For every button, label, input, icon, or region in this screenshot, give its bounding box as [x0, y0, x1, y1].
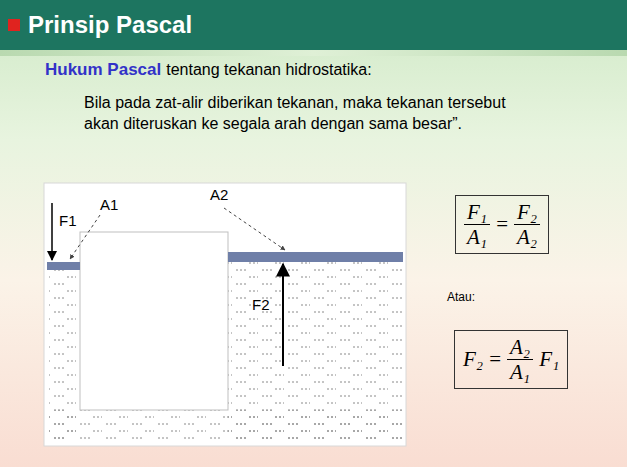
- fraction: F₂A₂: [514, 200, 540, 249]
- fraction: F₁A₁: [464, 200, 490, 249]
- formula-term: =: [489, 347, 501, 372]
- law-subject: tentang tekanan hidrostatika:: [166, 61, 371, 79]
- formula-term: A₁: [507, 360, 533, 384]
- formula-term: A₁: [464, 225, 490, 249]
- formula-term: F₂: [514, 200, 540, 225]
- picture-panel: [44, 183, 406, 446]
- title-strip: [0, 50, 627, 56]
- formula-term: A₂: [507, 335, 533, 360]
- fluid-bottom: [48, 410, 402, 440]
- small-piston: [47, 262, 80, 270]
- force-label: F2: [252, 296, 270, 313]
- law-statement: Bila pada zat-alir diberikan tekanan, ma…: [84, 92, 514, 134]
- formula-term: F₂: [463, 347, 483, 372]
- leader-a2: [224, 208, 285, 250]
- large-piston: [228, 252, 403, 262]
- formula-term: F₁: [464, 200, 490, 225]
- middle-wall: [80, 232, 228, 410]
- law-name: Hukum Pascal: [45, 60, 161, 80]
- slide-title: Prinsip Pascal: [28, 11, 192, 39]
- force-arrow-f2: [282, 264, 284, 366]
- area-label: A1: [100, 196, 118, 213]
- force-arrow-f1: [51, 203, 53, 260]
- formula-box: F₁A₁=F₂A₂: [455, 195, 549, 254]
- force-label: F1: [59, 212, 77, 229]
- note-text: Atau:: [447, 290, 475, 304]
- formula-term: A₂: [514, 225, 540, 249]
- title-bullet: [8, 19, 20, 31]
- formula-term: F₁: [539, 347, 559, 372]
- formula-box: F₂=A₂A₁F₁: [454, 330, 568, 389]
- formula-term: =: [496, 212, 508, 237]
- fraction: A₂A₁: [507, 335, 533, 384]
- area-label: A2: [210, 186, 228, 203]
